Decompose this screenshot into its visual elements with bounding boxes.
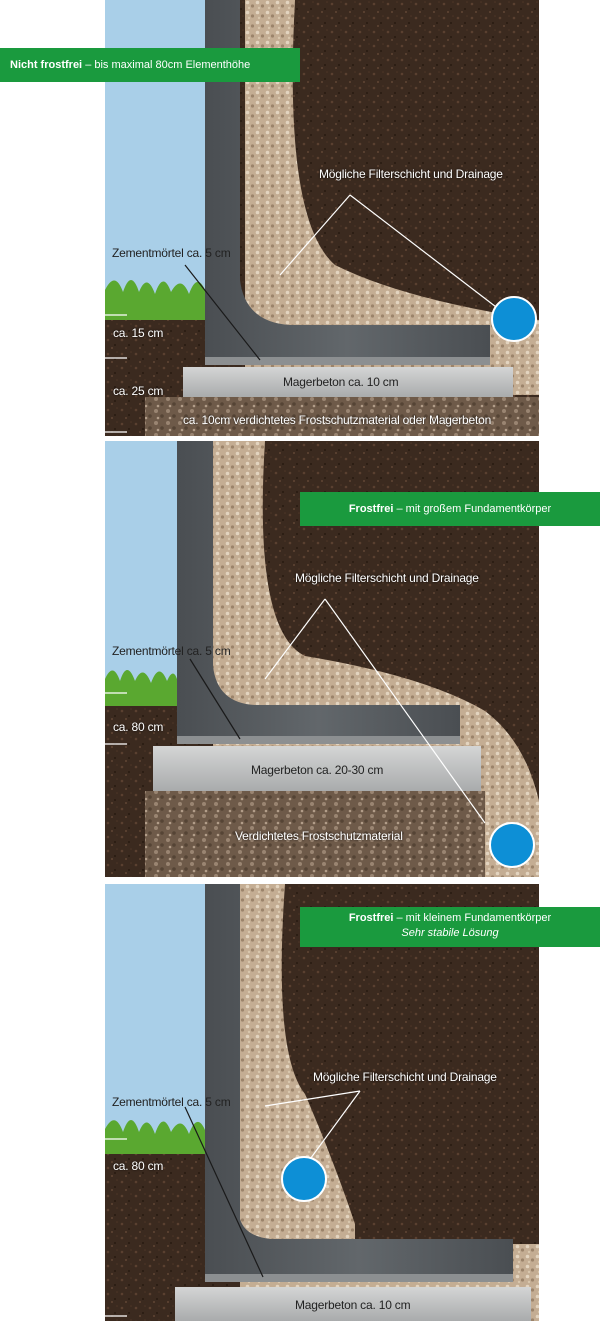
label-lean-concrete: Magerbeton ca. 20-30 cm bbox=[251, 763, 384, 777]
badge-title: Frostfrei bbox=[348, 503, 394, 515]
badge-line-1: Frostfrei – mit kleinem Fundamentkörper bbox=[310, 911, 590, 926]
badge-subtitle: – bis maximal 80cm Elementhöhe bbox=[85, 59, 251, 71]
gravel-filter-layer bbox=[245, 0, 539, 395]
label-depth-80: ca. 80 cm bbox=[113, 1159, 164, 1173]
label-lean-concrete: Magerbeton ca. 10 cm bbox=[295, 1298, 411, 1312]
pointer-filter-left bbox=[264, 1090, 361, 1107]
l-shaped-wall bbox=[177, 441, 460, 736]
drainage-pipe-icon bbox=[489, 822, 535, 868]
sky bbox=[105, 884, 205, 1149]
label-filter-drainage: Mögliche Filterschicht und Drainage bbox=[319, 167, 503, 181]
pointer-mortar bbox=[184, 1106, 264, 1278]
label-depth-80: ca. 80 cm bbox=[113, 720, 164, 734]
label-cement-mortar: Zementmörtel ca. 5 cm bbox=[112, 1095, 231, 1109]
pointer-mortar bbox=[184, 264, 261, 361]
pointer-filter-left bbox=[264, 598, 326, 680]
grass bbox=[105, 670, 177, 706]
lean-concrete-slab bbox=[175, 1287, 531, 1321]
drainage-pipe-icon bbox=[281, 1156, 327, 1202]
pointer-filter-right bbox=[304, 1090, 361, 1167]
sky bbox=[105, 441, 177, 701]
cement-mortar-bed bbox=[205, 357, 490, 365]
badge-not-frostproof: Nicht frostfrei – bis maximal 80cm Eleme… bbox=[0, 48, 300, 82]
badge-frostproof-large: Frostfrei – mit großem Fundamentkörper bbox=[300, 492, 600, 526]
drainage-pipe-icon bbox=[491, 296, 537, 342]
label-filter-drainage: Mögliche Filterschicht und Drainage bbox=[295, 571, 479, 585]
grass bbox=[105, 1120, 205, 1154]
l-shaped-wall bbox=[205, 0, 490, 357]
label-filter-drainage: Mögliche Filterschicht und Drainage bbox=[313, 1070, 497, 1084]
label-cement-mortar: Zementmörtel ca. 5 cm bbox=[112, 644, 231, 658]
diagram-panel-frostproof-small: Mögliche Filterschicht und Drainage Zeme… bbox=[105, 884, 539, 1321]
badge-title: Frostfrei bbox=[348, 912, 394, 924]
pointer-filter-left bbox=[279, 194, 351, 276]
frost-protection-layer bbox=[145, 397, 539, 436]
badge-subtitle: – mit kleinem Fundamentkörper bbox=[396, 912, 552, 924]
label-depth-25: ca. 25 cm bbox=[113, 384, 164, 398]
label-cement-mortar: Zementmörtel ca. 5 cm bbox=[112, 246, 231, 260]
frost-protection-layer bbox=[145, 791, 485, 877]
lean-concrete-slab bbox=[183, 367, 513, 397]
label-depth-15: ca. 15 cm bbox=[113, 326, 164, 340]
pointer-mortar bbox=[189, 658, 241, 740]
label-frost-base: ca. 10cm verdichtetes Frostschutzmateria… bbox=[183, 413, 492, 427]
gravel-filter-layer bbox=[240, 884, 539, 1321]
pointer-filter-right bbox=[324, 598, 486, 824]
badge-frostproof-small: Frostfrei – mit kleinem Fundamentkörper … bbox=[300, 907, 600, 947]
badge-title: Nicht frostfrei bbox=[10, 59, 83, 71]
cement-mortar-bed bbox=[177, 736, 460, 744]
cement-mortar-bed bbox=[205, 1274, 513, 1282]
l-shaped-wall bbox=[205, 884, 513, 1274]
label-frost-base: Verdichtetes Frostschutzmaterial bbox=[235, 829, 403, 843]
cross-section-illustration bbox=[105, 884, 539, 1321]
badge-subtitle: – mit großem Fundamentkörper bbox=[396, 503, 552, 515]
label-lean-concrete: Magerbeton ca. 10 cm bbox=[283, 375, 399, 389]
pointer-filter-right bbox=[349, 194, 501, 311]
grass bbox=[105, 280, 205, 320]
badge-line-2: Sehr stabile Lösung bbox=[401, 927, 499, 939]
soil-pocket bbox=[355, 1184, 539, 1244]
lean-concrete-slab bbox=[153, 746, 481, 791]
